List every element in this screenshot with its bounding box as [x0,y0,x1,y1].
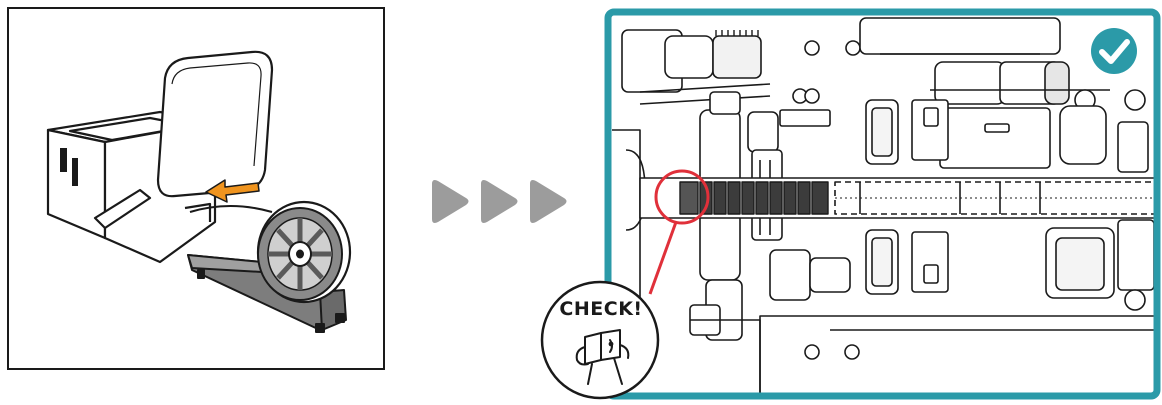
mechanism-detail-view [610,14,1160,396]
check-callout: CHECK! [542,282,658,398]
triple-chevron-right-icon [432,180,567,223]
checkmark-icon [1091,28,1137,74]
check-label: CHECK! [559,298,642,320]
printer-lid [158,52,272,196]
gear-shaft-segment [680,182,828,214]
label-roll-reel [258,202,350,302]
left-illustration-panel [8,8,384,369]
right-detail-panel [608,12,1160,396]
